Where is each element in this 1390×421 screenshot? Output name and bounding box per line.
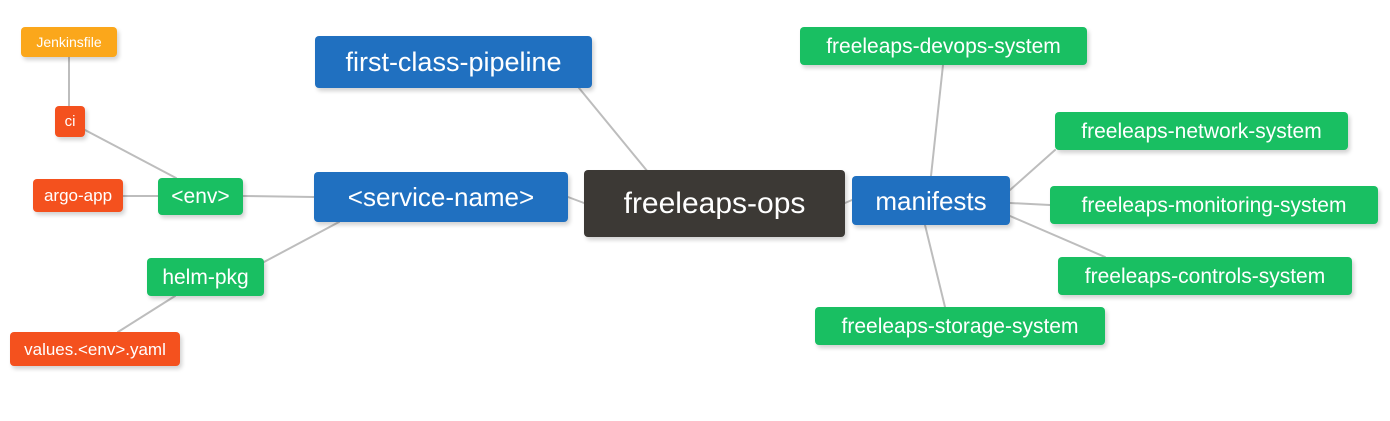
edge-manifests-to-freeleaps-network-system	[1009, 149, 1056, 191]
node-label-env: <env>	[171, 185, 230, 208]
node-label-helm-pkg: helm-pkg	[162, 265, 249, 289]
node-label-manifests: manifests	[875, 185, 987, 216]
edge-freeleaps-ops-to-first-class-pipeline	[578, 87, 649, 173]
node-helm-pkg[interactable]: helm-pkg	[147, 258, 264, 296]
node-label-first-class-pipeline: first-class-pipeline	[345, 46, 562, 77]
node-label-ci: ci	[64, 113, 76, 130]
edge-service-name-to-helm-pkg	[263, 221, 340, 263]
node-service-name[interactable]: <service-name>	[314, 172, 568, 222]
node-label-freeleaps-devops-system: freeleaps-devops-system	[826, 34, 1061, 58]
node-freeleaps-storage-system[interactable]: freeleaps-storage-system	[815, 307, 1105, 345]
edge-manifests-to-freeleaps-devops-system	[930, 64, 944, 177]
node-values-env-yaml[interactable]: values.<env>.yaml	[10, 332, 180, 366]
node-label-freeleaps-network-system: freeleaps-network-system	[1081, 119, 1322, 143]
edge-service-name-to-env	[242, 195, 315, 198]
node-label-values-env-yaml: values.<env>.yaml	[24, 339, 166, 359]
node-freeleaps-controls-system[interactable]: freeleaps-controls-system	[1058, 257, 1352, 295]
node-label-freeleaps-ops: freeleaps-ops	[623, 186, 806, 220]
node-manifests[interactable]: manifests	[852, 176, 1010, 225]
node-ci[interactable]: ci	[55, 106, 85, 137]
node-label-freeleaps-storage-system: freeleaps-storage-system	[841, 314, 1079, 338]
node-freeleaps-network-system[interactable]: freeleaps-network-system	[1055, 112, 1348, 150]
node-first-class-pipeline[interactable]: first-class-pipeline	[315, 36, 592, 88]
node-freeleaps-ops[interactable]: freeleaps-ops	[584, 170, 845, 237]
edge-helm-pkg-to-values-env-yaml	[117, 295, 176, 333]
node-jenkinsfile[interactable]: Jenkinsfile	[21, 27, 117, 57]
edge-manifests-to-freeleaps-monitoring-system	[1009, 202, 1051, 206]
edge-manifests-to-freeleaps-storage-system	[924, 224, 946, 308]
node-env[interactable]: <env>	[158, 178, 243, 215]
node-freeleaps-monitoring-system[interactable]: freeleaps-monitoring-system	[1050, 186, 1378, 224]
node-freeleaps-devops-system[interactable]: freeleaps-devops-system	[800, 27, 1087, 65]
node-label-freeleaps-controls-system: freeleaps-controls-system	[1084, 264, 1326, 288]
edge-env-to-ci	[84, 129, 177, 179]
node-label-argo-app: argo-app	[43, 186, 113, 205]
node-argo-app[interactable]: argo-app	[33, 179, 123, 212]
node-label-freeleaps-monitoring-system: freeleaps-monitoring-system	[1081, 193, 1347, 217]
node-label-jenkinsfile: Jenkinsfile	[36, 34, 102, 50]
edge-freeleaps-ops-to-service-name	[567, 196, 585, 204]
edge-freeleaps-ops-to-manifests	[844, 199, 853, 204]
node-label-service-name: <service-name>	[347, 182, 535, 212]
